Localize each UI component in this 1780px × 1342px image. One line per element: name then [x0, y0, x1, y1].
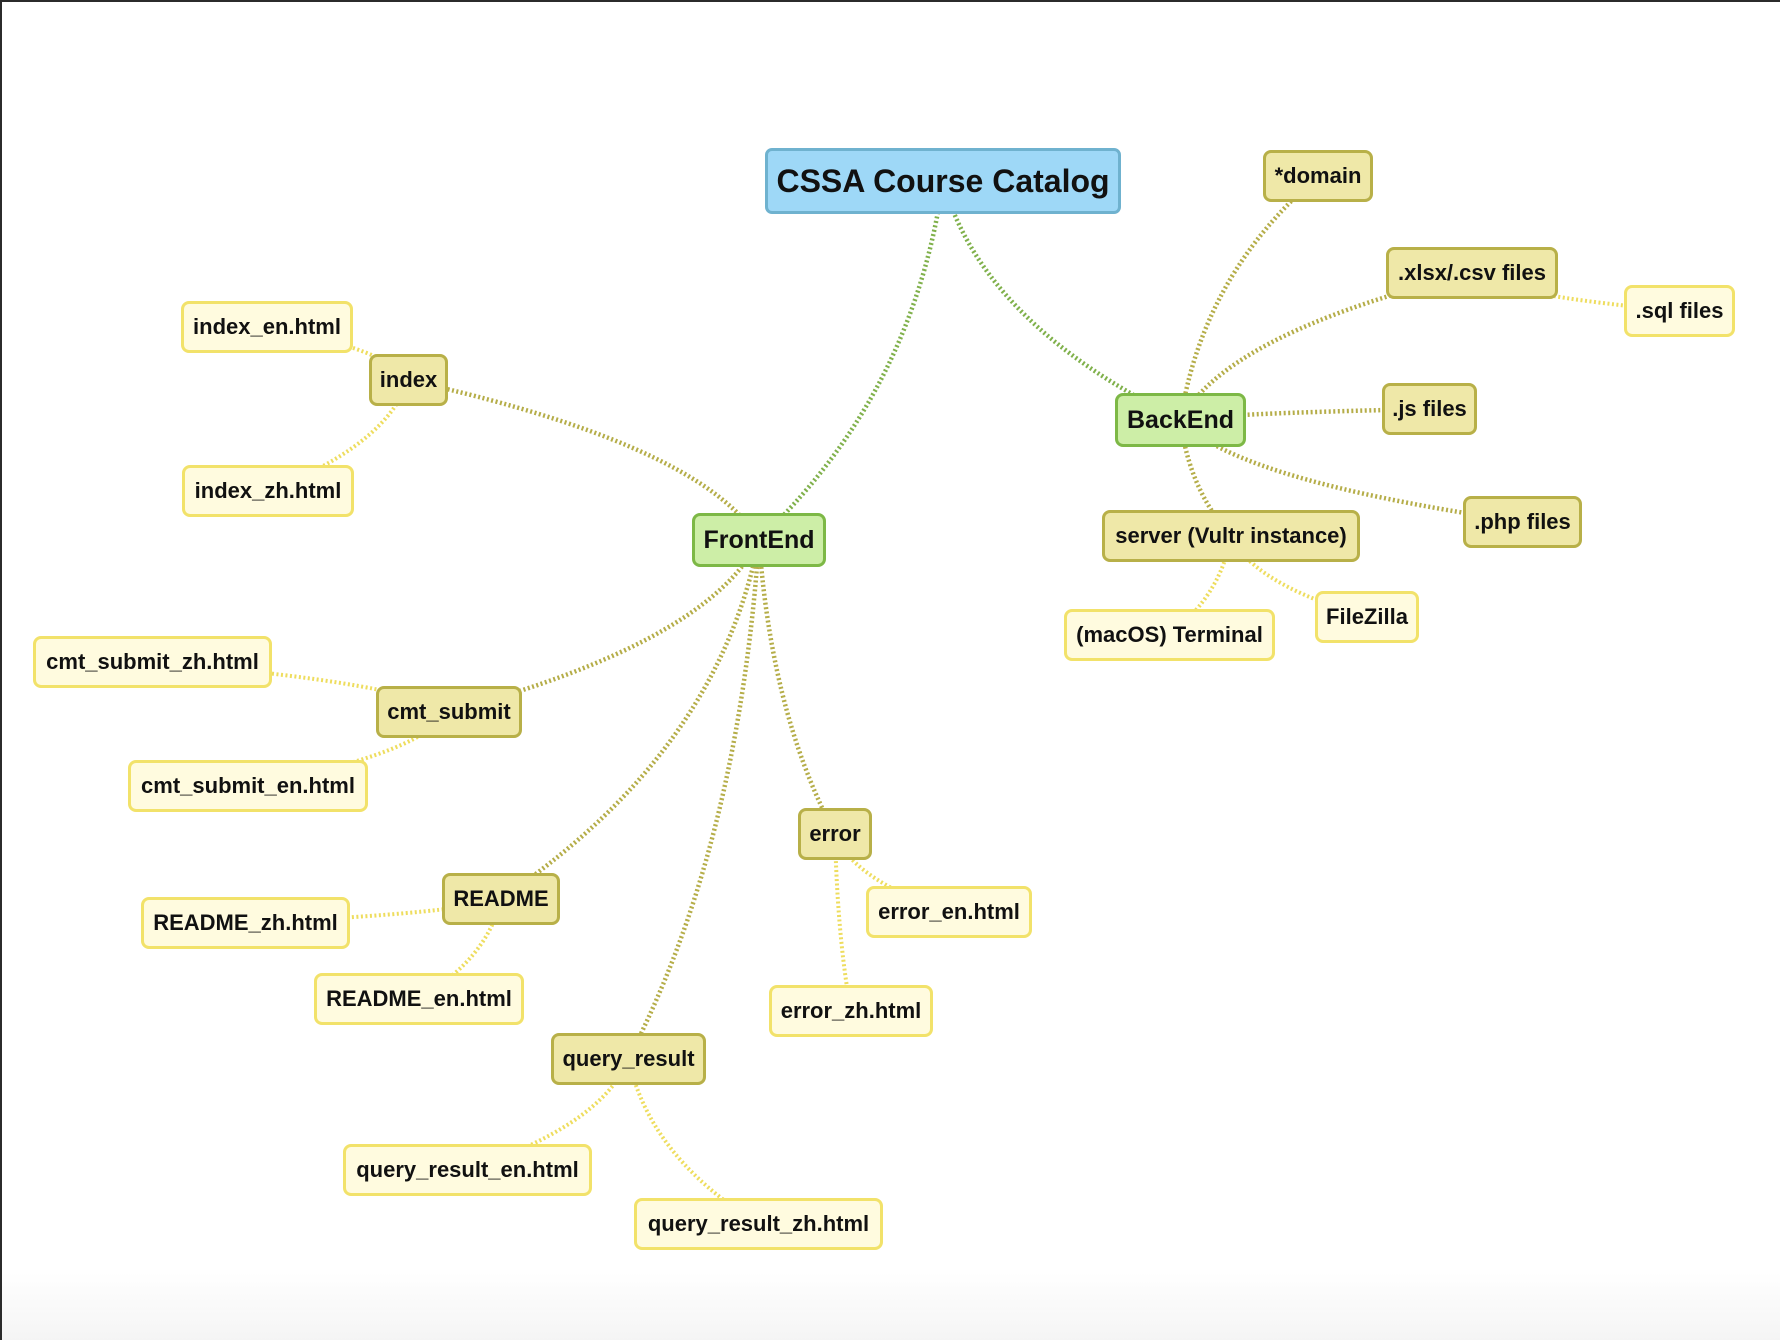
node-xlsx-csv[interactable]: .xlsx/.csv files [1386, 247, 1558, 299]
node-label: server (Vultr instance) [1115, 523, 1347, 548]
node-backend[interactable]: BackEnd [1115, 393, 1246, 447]
node-label: .js files [1392, 396, 1467, 421]
node-label: CSSA Course Catalog [776, 162, 1110, 199]
node-label: index_zh.html [194, 478, 342, 503]
node-label: error [809, 821, 861, 846]
node-query-result-en[interactable]: query_result_en.html [343, 1144, 592, 1196]
node-js[interactable]: .js files [1382, 383, 1477, 435]
connector-error-error_en [833, 833, 950, 914]
node-server[interactable]: server (Vultr instance) [1102, 510, 1360, 562]
connector-root-frontend [757, 180, 946, 542]
node-cmt-submit-zh[interactable]: cmt_submit_zh.html [33, 636, 272, 688]
node-readme-en[interactable]: README_en.html [314, 973, 524, 1025]
node-query-result[interactable]: query_result [551, 1033, 706, 1085]
node-label: FileZilla [1326, 604, 1408, 629]
node-sql[interactable]: .sql files [1624, 285, 1735, 337]
node-label: .sql files [1635, 298, 1724, 323]
connector-frontend-readme [499, 539, 762, 901]
node-label: FrontEnd [703, 525, 815, 554]
node-index-zh[interactable]: index_zh.html [182, 465, 354, 517]
node-label: .php files [1474, 509, 1571, 534]
connector-frontend-query_result [626, 539, 762, 1061]
node-label: cmt_submit_en.html [141, 773, 355, 798]
node-label: query_result_zh.html [647, 1211, 870, 1236]
node-index[interactable]: index [369, 354, 448, 406]
node-index-en[interactable]: index_en.html [181, 301, 353, 353]
connector-root-backend [940, 180, 1182, 423]
connector-cmt_submit-cmt_submit_zh [152, 660, 451, 714]
connector-frontend-error [756, 539, 837, 836]
connector-query_result-query_result_zh [626, 1058, 760, 1226]
node-label: cmt_submit [387, 699, 511, 724]
node-label: error_zh.html [780, 998, 922, 1023]
node-label: query_result_en.html [356, 1157, 579, 1182]
connector-frontend-index [407, 377, 761, 542]
node-label: (macOS) Terminal [1076, 622, 1263, 647]
node-error[interactable]: error [798, 808, 872, 860]
node-error-zh[interactable]: error_zh.html [769, 985, 933, 1037]
node-label: README [453, 886, 549, 911]
node-label: *domain [1274, 163, 1362, 188]
node-label: error_en.html [878, 899, 1020, 924]
node-error-en[interactable]: error_en.html [866, 886, 1032, 938]
node-cmt-submit-en[interactable]: cmt_submit_en.html [128, 760, 368, 812]
node-label: README_zh.html [153, 910, 338, 935]
node-label: .xlsx/.csv files [1398, 260, 1546, 285]
node-php[interactable]: .php files [1463, 496, 1582, 548]
connector-backend-xlsx_csv [1178, 270, 1473, 422]
node-label: BackEnd [1127, 405, 1234, 434]
node-domain[interactable]: *domain [1263, 150, 1373, 202]
node-label: README_en.html [326, 986, 512, 1011]
node-label: cmt_submit_zh.html [46, 649, 259, 674]
node-frontend[interactable]: FrontEnd [692, 513, 826, 567]
node-label: index_en.html [193, 314, 341, 339]
node-filezilla[interactable]: FileZilla [1315, 591, 1419, 643]
node-label: index [379, 367, 438, 392]
node-query-result-zh[interactable]: query_result_zh.html [634, 1198, 883, 1250]
connector-backend-domain [1178, 174, 1320, 421]
node-root[interactable]: CSSA Course Catalog [765, 148, 1121, 214]
connector-xlsx_csv-sql [1470, 271, 1680, 313]
node-cmt-submit[interactable]: cmt_submit [376, 686, 522, 738]
node-label: query_result [562, 1046, 695, 1071]
node-readme[interactable]: README [442, 873, 560, 925]
node-readme-zh[interactable]: README_zh.html [141, 897, 350, 949]
node-terminal[interactable]: (macOS) Terminal [1064, 609, 1275, 661]
